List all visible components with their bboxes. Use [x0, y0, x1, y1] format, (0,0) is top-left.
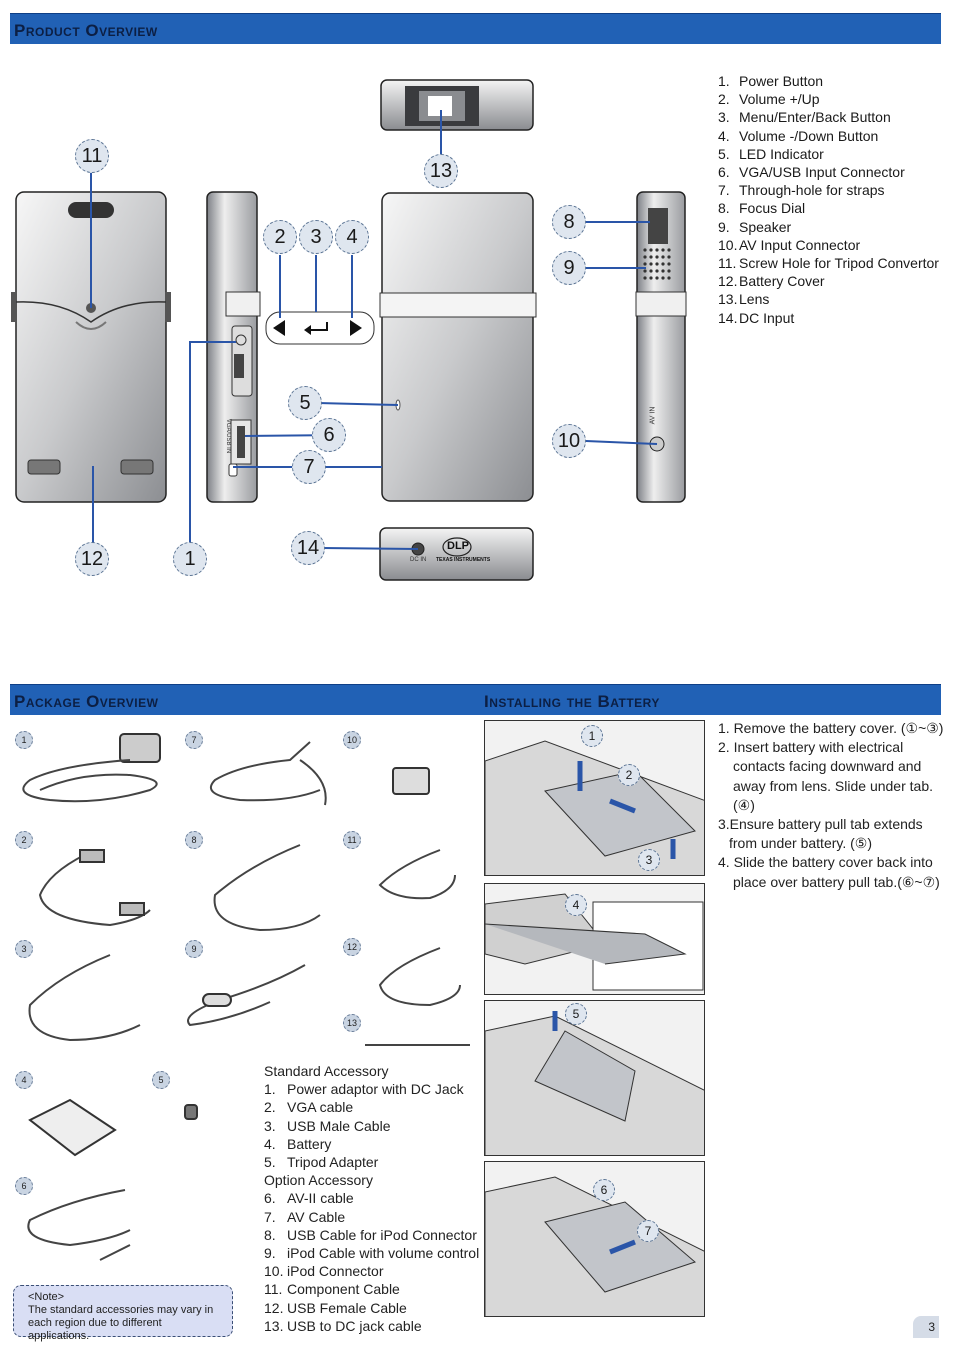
callout-8: 8	[552, 205, 586, 239]
legend-item: 6.VGA/USB Input Connector	[718, 164, 905, 181]
package-badge-12: 12	[343, 938, 361, 956]
list-item: 4.Battery	[264, 1135, 332, 1152]
package-badge-4: 4	[15, 1071, 33, 1089]
list-item: 11.Component Cable	[264, 1281, 400, 1298]
package-badge-2: 2	[15, 831, 33, 849]
legend-item: 5.LED Indicator	[718, 145, 824, 162]
callout-4: 4	[335, 220, 369, 254]
package-badge-9: 9	[185, 940, 203, 958]
av-in-label: AV IN	[649, 406, 657, 425]
callout-3: 3	[299, 220, 333, 254]
legend-item: 7.Through-hole for straps	[718, 182, 885, 199]
package-badge-3: 3	[15, 940, 33, 958]
dlp-logo: DLP	[447, 540, 469, 552]
section-title-package-overview: Package Overview	[14, 692, 159, 711]
legend-item: 9.Speaker	[718, 218, 792, 235]
package-badge-10: 10	[343, 731, 361, 749]
package-battery-band: Package Overview Installing the Battery	[10, 684, 941, 715]
section-title-installing-battery: Installing the Battery	[484, 692, 660, 711]
battery-callout-4: 4	[565, 894, 587, 916]
list-item: 10.iPod Connector	[264, 1263, 384, 1280]
standard-accessory-heading: Standard Accessory	[264, 1063, 389, 1079]
callout-7: 7	[292, 450, 326, 484]
package-badge-13: 13	[343, 1014, 361, 1032]
option-accessory-heading: Option Accessory	[264, 1172, 373, 1189]
callout-12: 12	[75, 542, 109, 576]
package-badge-8: 8	[185, 831, 203, 849]
package-badge-1: 1	[15, 731, 33, 749]
battery-step: 3.Ensure battery pull tab extends from u…	[718, 816, 923, 852]
device-top-view	[380, 79, 534, 131]
legend-item: 13.Lens	[718, 291, 770, 308]
battery-callout-3: 3	[638, 849, 660, 871]
package-badge-7: 7	[185, 731, 203, 749]
callout-9: 9	[552, 251, 586, 285]
legend-item: 11.Screw Hole for Tripod Convertor	[718, 255, 939, 272]
legend-item: 2.Volume +/Up	[718, 91, 820, 108]
battery-panel-3	[484, 1000, 705, 1156]
callout-5: 5	[288, 386, 322, 420]
battery-callout-1: 1	[581, 725, 603, 747]
callout-10: 10	[552, 424, 586, 458]
product-diagram	[11, 79, 687, 581]
list-item: 5.Tripod Adapter	[264, 1154, 379, 1171]
section-title-product-overview: Product Overview	[14, 21, 158, 40]
list-item: 3.USB Male Cable	[264, 1117, 391, 1134]
list-item: 1.Power adaptor with DC Jack	[264, 1081, 464, 1098]
callout-11: 11	[75, 139, 109, 173]
battery-step: 1. Remove the battery cover. (①~③)	[718, 720, 944, 736]
battery-callout-6: 6	[593, 1179, 615, 1201]
note-box: <Note> The standard accessories may vary…	[13, 1285, 233, 1342]
legend-item: 14.DC Input	[718, 309, 795, 326]
legend-item: 3.Menu/Enter/Back Button	[718, 109, 891, 126]
battery-panel-2	[484, 883, 705, 995]
legend-item: 1.Power Button	[718, 73, 824, 89]
parts-legend: 1.Power Button 2.Volume +/Up 3.Menu/Ente…	[718, 72, 939, 327]
accessory-drawings	[22, 733, 470, 1261]
battery-step: 2. Insert battery with electrical contac…	[718, 739, 933, 813]
page-number: 3	[913, 1316, 939, 1338]
battery-step: 4. Slide the battery cover back into pla…	[718, 854, 940, 890]
package-badge-11: 11	[343, 831, 361, 849]
dc-in-label: DC IN	[410, 557, 427, 563]
device-bottom-view	[379, 527, 534, 581]
package-badge-5: 5	[152, 1071, 170, 1089]
device-right-side-view	[635, 191, 687, 503]
device-front-view	[379, 192, 537, 502]
button-pad-callout	[265, 311, 375, 345]
vga-usb-in-label: VGA/USB IN	[225, 418, 232, 454]
list-item: 13.USB to DC jack cable	[264, 1317, 422, 1334]
note-text: The standard accessories may vary in eac…	[28, 1304, 214, 1342]
battery-callout-5: 5	[565, 1003, 587, 1025]
battery-callout-2: 2	[618, 764, 640, 786]
list-item: 2.VGA cable	[264, 1099, 354, 1116]
callout-6: 6	[312, 418, 346, 452]
note-title: <Note>	[28, 1291, 65, 1303]
list-item: 8.USB Cable for iPod Connector	[264, 1226, 477, 1243]
texas-instruments-label: TEXAS INSTRUMENTS	[436, 557, 491, 563]
list-item: 12.USB Female Cable	[264, 1299, 407, 1316]
leader-lines	[90, 110, 658, 550]
list-item: 7.AV Cable	[264, 1208, 346, 1225]
callout-13: 13	[424, 154, 458, 188]
device-left-side-view	[206, 191, 261, 503]
battery-steps: 1. Remove the battery cover. (①~③) 2. In…	[718, 719, 946, 892]
package-badge-6: 6	[15, 1177, 33, 1195]
legend-item: 10.AV Input Connector	[718, 236, 861, 253]
battery-callout-7: 7	[637, 1220, 659, 1242]
callout-1: 1	[173, 542, 207, 576]
device-back-view	[11, 191, 171, 503]
list-item: 9.iPod Cable with volume control	[264, 1245, 480, 1262]
legend-item: 8.Focus Dial	[718, 200, 806, 217]
product-overview-band: Product Overview	[10, 13, 941, 44]
callout-14: 14	[291, 531, 325, 565]
legend-item: 4.Volume -/Down Button	[718, 127, 879, 144]
callout-2: 2	[263, 220, 297, 254]
legend-item: 12.Battery Cover	[718, 273, 825, 290]
accessory-list: Standard Accessory 1.Power adaptor with …	[264, 1062, 479, 1335]
list-item: 6.AV-II cable	[264, 1190, 354, 1207]
